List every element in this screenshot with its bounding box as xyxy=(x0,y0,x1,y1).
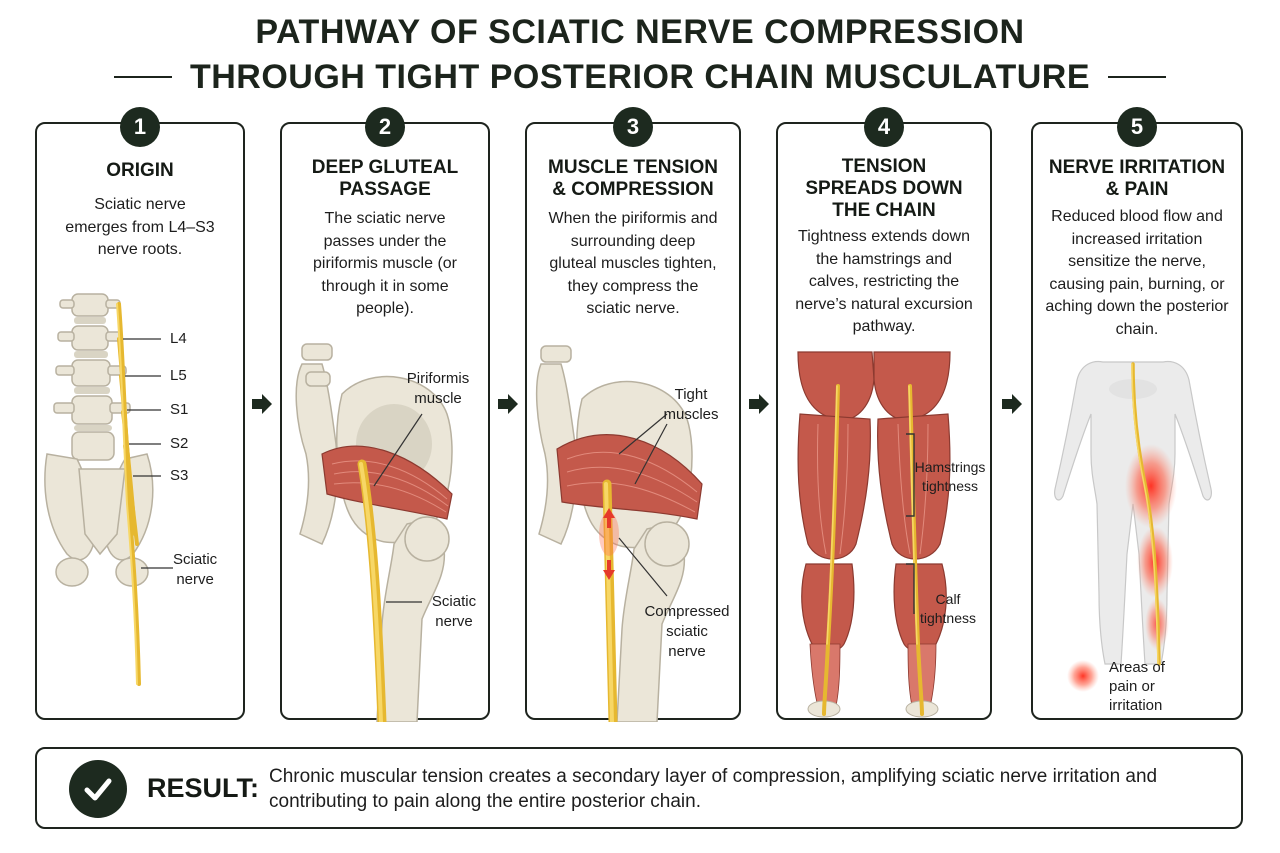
infographic-title: PATHWAY OF SCIATIC NERVE COMPRESSION THR… xyxy=(0,10,1280,98)
legend-line-3: irritation xyxy=(1109,697,1163,714)
step-number-badge: 1 xyxy=(120,107,160,147)
step-title-line-1: MUSCLE TENSION xyxy=(548,157,718,178)
posterior-legs-illustration xyxy=(797,351,951,718)
nerve-label-line-1: Sciatic xyxy=(173,551,218,568)
pain-legend-label: Areas of pain or irritation xyxy=(1109,658,1229,715)
calf-label-line-1: Calf xyxy=(935,591,961,607)
result-text: Chronic muscular tension creates a secon… xyxy=(269,766,1158,812)
step-panel-tension-spreads: 4 TENSION SPREADS DOWN THE CHAIN Tightne… xyxy=(776,107,994,720)
title-line-2: THROUGH TIGHT POSTERIOR CHAIN MUSCULATUR… xyxy=(189,58,1091,96)
ham-label-line-1: Hamstrings xyxy=(914,459,986,475)
piriformis-muscle-label: Piriformis muscle xyxy=(394,369,482,409)
nerve-label-line-2: nerve xyxy=(435,613,473,630)
step-title-line-2: SPREADS DOWN xyxy=(805,178,963,199)
title-line-2-row: THROUGH TIGHT POSTERIOR CHAIN MUSCULATUR… xyxy=(0,56,1280,98)
root-label-s2: S2 xyxy=(170,435,189,452)
compression-illustration xyxy=(535,345,703,722)
nerve-label-line-1: Compressed xyxy=(644,603,730,620)
step-title-line-3: THE CHAIN xyxy=(832,200,936,221)
step-panel-deep-gluteal-passage: 2 DEEP GLUTEAL PASSAGE The sciatic nerve… xyxy=(280,107,490,722)
step-number-badge: 5 xyxy=(1117,107,1157,147)
root-label-l4: L4 xyxy=(170,330,187,347)
root-label-s1: S1 xyxy=(170,401,189,418)
step-description: Sciatic nerve emerges from L4–S3 nerve r… xyxy=(65,196,215,258)
step-description: Tightness extends down the hamstrings an… xyxy=(795,228,973,335)
flow-arrow-icon xyxy=(498,394,518,414)
step-number-badge: 4 xyxy=(864,107,904,147)
title-rule-left xyxy=(113,76,172,78)
tight-muscles-label: Tight muscles xyxy=(651,385,731,425)
ham-label-line-2: tightness xyxy=(921,478,979,494)
sciatic-nerve-label: Sciatic nerve xyxy=(173,550,217,590)
step-description: The sciatic nerve passes under the pirif… xyxy=(312,210,457,317)
nerve-label-line-3: nerve xyxy=(668,643,706,660)
result-label: RESULT: xyxy=(147,773,259,803)
step-title-line-2: & PAIN xyxy=(1105,179,1169,200)
result-box: RESULT: Chronic muscular tension creates… xyxy=(35,747,1243,829)
nerve-label-line-2: nerve xyxy=(176,571,214,588)
step-title: NERVE IRRITATION & PAIN xyxy=(1041,157,1233,201)
step-description: When the piriformis and surrounding deep… xyxy=(548,210,718,317)
flow-arrow-icon xyxy=(1002,394,1022,414)
step-title-line-1: DEEP GLUTEAL xyxy=(311,157,459,178)
step-title: ORIGIN xyxy=(106,160,174,181)
title-line-1: PATHWAY OF SCIATIC NERVE COMPRESSION xyxy=(255,13,1025,51)
step-number-badge: 3 xyxy=(613,107,653,147)
title-rule-right xyxy=(1108,76,1167,78)
step-panel-muscle-tension-compression: 3 MUSCLE TENSION & COMPRESSION When the … xyxy=(525,107,741,722)
legend-line-1: Areas of xyxy=(1109,659,1165,676)
step-title: DEEP GLUTEAL PASSAGE xyxy=(290,157,480,201)
compressed-nerve-label: Compressed sciatic nerve xyxy=(637,602,737,662)
step-panel-nerve-irritation-pain: 5 NERVE IRRITATION & PAIN Reduced blood … xyxy=(1031,107,1243,720)
checkmark-icon xyxy=(69,760,127,818)
spine-pelvis-illustration xyxy=(44,293,173,686)
step-title: TENSION SPREADS DOWN THE CHAIN xyxy=(786,156,982,222)
flow-arrow-icon xyxy=(749,394,769,414)
legend-line-2: pain or xyxy=(1109,678,1155,695)
step-title: MUSCLE TENSION & COMPRESSION xyxy=(535,157,731,201)
sciatic-nerve-label: Sciatic nerve xyxy=(422,592,486,632)
step-title-line-1: TENSION xyxy=(841,156,927,177)
root-label-l5: L5 xyxy=(170,367,187,384)
nerve-label-line-2: sciatic xyxy=(666,623,708,640)
root-label-s3: S3 xyxy=(170,467,189,484)
gluteal-piriformis-illustration xyxy=(295,343,453,722)
body-pain-illustration xyxy=(1054,360,1212,692)
step-description: Reduced blood flow and increased irritat… xyxy=(1045,208,1229,338)
step-title-line-1: NERVE IRRITATION xyxy=(1048,157,1226,178)
hamstrings-tightness-label: Hamstrings tightness xyxy=(906,458,994,496)
muscle-label-line-2: muscles xyxy=(663,406,719,423)
muscle-label-line-1: Piriformis xyxy=(406,370,470,387)
flow-arrow-icon xyxy=(252,394,272,414)
muscle-label-line-1: Tight xyxy=(674,386,708,403)
step-panel-origin: 1 ORIGIN Sciatic nerve emerges from L4–S… xyxy=(35,107,245,720)
nerve-label-line-1: Sciatic xyxy=(431,593,477,610)
step-title-line-2: & COMPRESSION xyxy=(552,179,714,200)
calf-tightness-label: Calf tightness xyxy=(908,590,988,628)
muscle-label-line-2: muscle xyxy=(414,390,462,407)
step-number-badge: 2 xyxy=(365,107,405,147)
calf-label-line-2: tightness xyxy=(919,610,977,626)
step-title-line-2: PASSAGE xyxy=(339,179,431,200)
